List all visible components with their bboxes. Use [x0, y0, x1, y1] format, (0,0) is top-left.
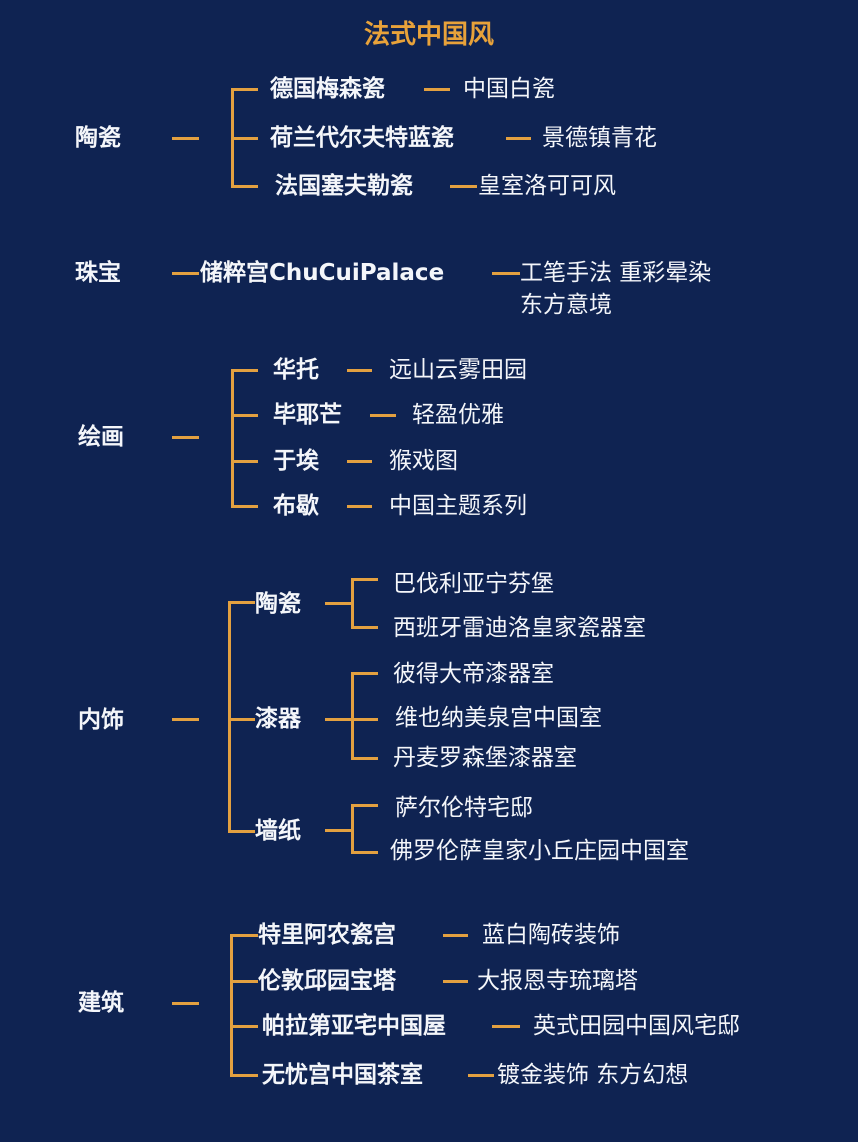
item-note: 中国白瓷: [463, 76, 555, 102]
connector: [468, 1074, 494, 1077]
connector: [492, 272, 520, 275]
item-name: 法国塞夫勒瓷: [275, 173, 413, 199]
diagram-title: 法式中国风: [363, 20, 494, 50]
item-name: 毕耶芒: [273, 402, 342, 428]
connector: [230, 1025, 258, 1028]
item-name: 伦敦邱园宝塔: [258, 968, 396, 994]
connector: [228, 830, 255, 833]
connector: [231, 137, 258, 140]
item-name: 无忧宫中国茶室: [262, 1062, 423, 1088]
connector: [351, 757, 378, 760]
item-note: 皇室洛可可风: [478, 173, 616, 199]
connector: [347, 369, 372, 372]
category-label: 珠宝: [75, 260, 121, 286]
connector: [172, 272, 199, 275]
group-item: 西班牙雷迪洛皇家瓷器室: [393, 615, 646, 641]
item-note: 东方意境: [520, 292, 612, 318]
group-item: 维也纳美泉宫中国室: [395, 705, 602, 731]
connector: [228, 601, 255, 604]
item-name: 帕拉第亚宅中国屋: [262, 1013, 446, 1039]
connector: [231, 460, 258, 463]
connector: [172, 1002, 199, 1005]
connector: [351, 626, 378, 629]
connector: [172, 137, 199, 140]
item-note: 猴戏图: [389, 448, 458, 474]
item-name: 特里阿农瓷宫: [258, 922, 396, 948]
connector: [347, 460, 372, 463]
connector: [228, 718, 255, 721]
connector: [424, 88, 450, 91]
item-note: 英式田园中国风宅邸: [533, 1013, 740, 1039]
item-note: 大报恩寺琉璃塔: [477, 968, 638, 994]
connector: [230, 1074, 258, 1077]
connector: [450, 185, 477, 188]
connector: [443, 980, 468, 983]
connector: [231, 414, 258, 417]
connector: [231, 369, 258, 372]
connector: [351, 804, 378, 807]
category-label: 内饰: [78, 707, 124, 733]
item-name: 华托: [273, 357, 319, 383]
connector: [347, 505, 372, 508]
bracket: [230, 934, 233, 1077]
item-name: 储粹宫ChuCuiPalace: [200, 260, 445, 286]
item-note: 轻盈优雅: [412, 402, 504, 428]
connector: [492, 1025, 520, 1028]
item-note: 中国主题系列: [389, 493, 527, 519]
connector: [230, 934, 258, 937]
item-note: 景德镇青花: [542, 125, 657, 151]
connector: [325, 829, 353, 832]
item-name: 德国梅森瓷: [270, 76, 385, 102]
connector: [370, 414, 396, 417]
connector: [231, 88, 258, 91]
connector: [351, 578, 378, 581]
group-name: 墙纸: [255, 818, 301, 844]
bracket: [351, 672, 354, 760]
item-note: 工笔手法 重彩晕染: [520, 260, 712, 286]
item-note: 蓝白陶砖装饰: [482, 922, 620, 948]
category-label: 建筑: [78, 990, 124, 1016]
connector: [231, 185, 258, 188]
connector: [172, 436, 199, 439]
connector: [230, 980, 258, 983]
group-item: 巴伐利亚宁芬堡: [393, 571, 554, 597]
group-name: 漆器: [255, 706, 301, 732]
connector: [506, 137, 531, 140]
bracket: [228, 601, 231, 833]
item-note: 远山云雾田园: [389, 357, 527, 383]
bracket: [351, 578, 354, 629]
group-item: 彼得大帝漆器室: [393, 661, 554, 687]
bracket: [231, 369, 234, 508]
connector: [443, 934, 468, 937]
group-name: 陶瓷: [255, 591, 301, 617]
bracket: [351, 804, 354, 854]
connector: [231, 505, 258, 508]
connector: [351, 851, 378, 854]
group-item: 丹麦罗森堡漆器室: [393, 745, 577, 771]
category-label: 绘画: [78, 424, 124, 450]
connector: [325, 602, 353, 605]
group-item: 萨尔伦特宅邸: [395, 795, 533, 821]
category-label: 陶瓷: [75, 125, 121, 151]
connector: [351, 672, 378, 675]
item-note: 镀金装饰 东方幻想: [497, 1062, 689, 1088]
item-name: 荷兰代尔夫特蓝瓷: [270, 125, 454, 151]
group-item: 佛罗伦萨皇家小丘庄园中国室: [390, 838, 689, 864]
item-name: 于埃: [273, 448, 319, 474]
connector: [172, 718, 199, 721]
item-name: 布歇: [273, 493, 319, 519]
